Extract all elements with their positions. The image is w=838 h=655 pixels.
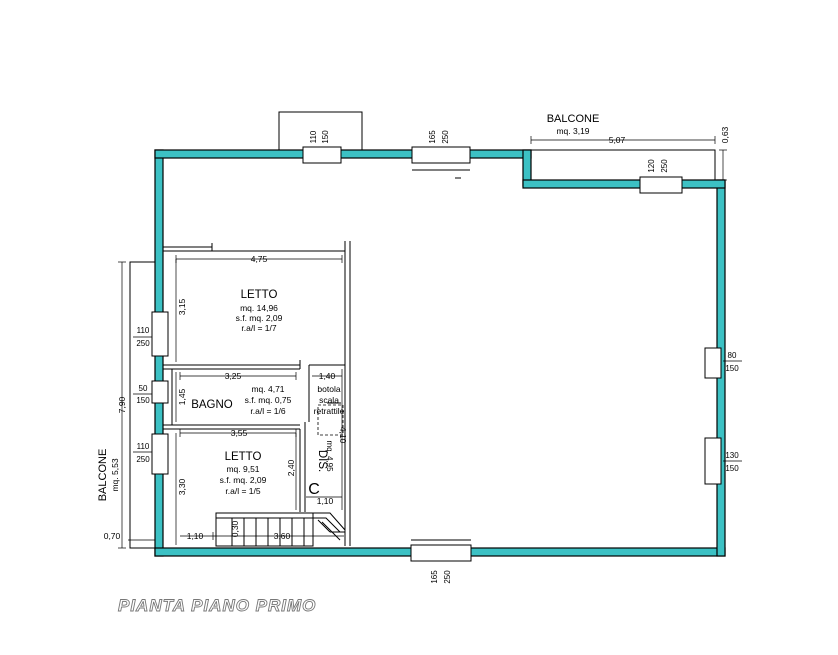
- window-left-c-h: 250: [136, 455, 150, 464]
- letto-1-ratio: r.a/l = 1/7: [241, 323, 276, 333]
- window-right-a: 80 150: [704, 347, 742, 379]
- botola-line1: botola: [317, 384, 340, 394]
- balcone-left-area: mq. 5,53: [110, 458, 120, 491]
- letto-2-name: LETTO: [225, 451, 262, 463]
- dis-width: 1,10: [317, 496, 334, 506]
- interior-walls: [163, 241, 351, 547]
- window-top-b-w: 165: [428, 130, 437, 144]
- bagno-name: BAGNO: [191, 399, 233, 411]
- window-right-b-h: 150: [725, 464, 739, 473]
- window-top-c-h: 250: [660, 159, 669, 173]
- room-letto-2: 3,55 3,30 2,40 LETTO mq. 9,51 s.f. mq. 2…: [175, 428, 297, 545]
- dis-marker: C: [308, 481, 320, 498]
- window-left-b-w: 50: [139, 384, 148, 393]
- plan-title: PIANTA PIANO PRIMO: [118, 596, 316, 615]
- dis-area: mq. 4,95: [325, 440, 334, 472]
- window-left-a-h: 250: [136, 339, 150, 348]
- window-bottom: 165 250: [410, 539, 472, 584]
- window-left-c: 110 250: [133, 433, 169, 475]
- bagno-height: 1,45: [177, 388, 187, 405]
- window-right-a-h: 150: [725, 364, 739, 373]
- balcone-left-length: 7,90: [117, 396, 127, 413]
- botola: 1,40 botola scala retrattile: [312, 371, 345, 416]
- window-top-b-h: 250: [441, 130, 450, 144]
- window-left-b-h: 150: [136, 396, 150, 405]
- letto-1-sf: s.f. mq. 2,09: [236, 313, 283, 323]
- window-bottom-w: 165: [430, 570, 439, 584]
- balcone-top-label: BALCONE: [547, 113, 600, 125]
- window-top-a: 110 150: [278, 111, 363, 164]
- letto-1-area: mq. 14,96: [240, 303, 278, 313]
- balcone-left: 7,90 BALCONE mq. 5,53 0,70: [97, 261, 155, 549]
- botola-line3: retrattile: [314, 406, 345, 416]
- room-bagno: 3,25 1,45 BAGNO mq. 4,71 s.f. mq. 0,75 r…: [175, 371, 297, 422]
- letto-2-height: 3,30: [177, 478, 187, 495]
- bagno-width: 3,25: [225, 371, 242, 381]
- letto-1-width: 4,75: [251, 254, 268, 264]
- balcone-left-label: BALCONE: [97, 449, 109, 502]
- bagno-area: mq. 4,71: [251, 384, 284, 394]
- wall-top-right: [522, 179, 726, 189]
- room-letto-1: 4,75 3,15 LETTO mq. 14,96 s.f. mq. 2,09 …: [175, 254, 343, 362]
- stair-d3: 3,60: [274, 531, 291, 541]
- balcone-top-area: mq. 3,19: [556, 126, 589, 136]
- letto-2-area: mq. 9,51: [226, 464, 259, 474]
- window-bottom-h: 250: [443, 570, 452, 584]
- balcone-top-length: 5,07: [609, 135, 626, 145]
- balcone-top-depth: 0,63: [720, 126, 730, 143]
- window-right-b-w: 130: [725, 451, 739, 460]
- stair-d1: 1,10: [187, 531, 204, 541]
- dis-name: DIS.: [316, 450, 328, 472]
- wall-top-left: [154, 149, 532, 159]
- bagno-ratio: r.a/l = 1/6: [250, 406, 285, 416]
- letto-2-sf: s.f. mq. 2,09: [220, 475, 267, 485]
- stair-d2: 0,30: [230, 520, 240, 537]
- botola-line2: scala: [319, 395, 339, 405]
- window-left-b: 50 150: [133, 380, 169, 405]
- window-right-b: 130 150: [704, 437, 742, 485]
- window-top-b: 165 250: [411, 130, 471, 171]
- window-left-a-w: 110: [137, 326, 150, 335]
- window-top-c-w: 120: [647, 159, 656, 173]
- window-left-a: 110 250: [133, 311, 169, 357]
- window-left-c-w: 110: [137, 442, 150, 451]
- window-top-c: 120 250: [639, 159, 683, 194]
- dis-height: 4,10: [338, 427, 348, 444]
- room-dis: DIS. mq. 4,95 4,10 1,10 C: [306, 369, 348, 510]
- letto-2-depth: 2,40: [286, 459, 296, 476]
- balcone-left-depth: 0,70: [104, 531, 121, 541]
- window-top-a-h: 150: [321, 130, 330, 144]
- botola-width: 1,40: [319, 371, 336, 381]
- balcone-top: BALCONE mq. 3,19 5,07 0,63: [530, 113, 730, 181]
- letto-2-width: 3,55: [231, 428, 248, 438]
- bagno-sf: s.f. mq. 0,75: [245, 395, 292, 405]
- letto-1-height: 3,15: [177, 298, 187, 315]
- window-top-a-w: 110: [309, 130, 318, 143]
- letto-1-name: LETTO: [241, 289, 278, 301]
- stair-dims: 1,10 0,30 3,60: [180, 520, 344, 541]
- window-right-a-w: 80: [728, 351, 737, 360]
- letto-2-ratio: r.a/l = 1/5: [225, 486, 260, 496]
